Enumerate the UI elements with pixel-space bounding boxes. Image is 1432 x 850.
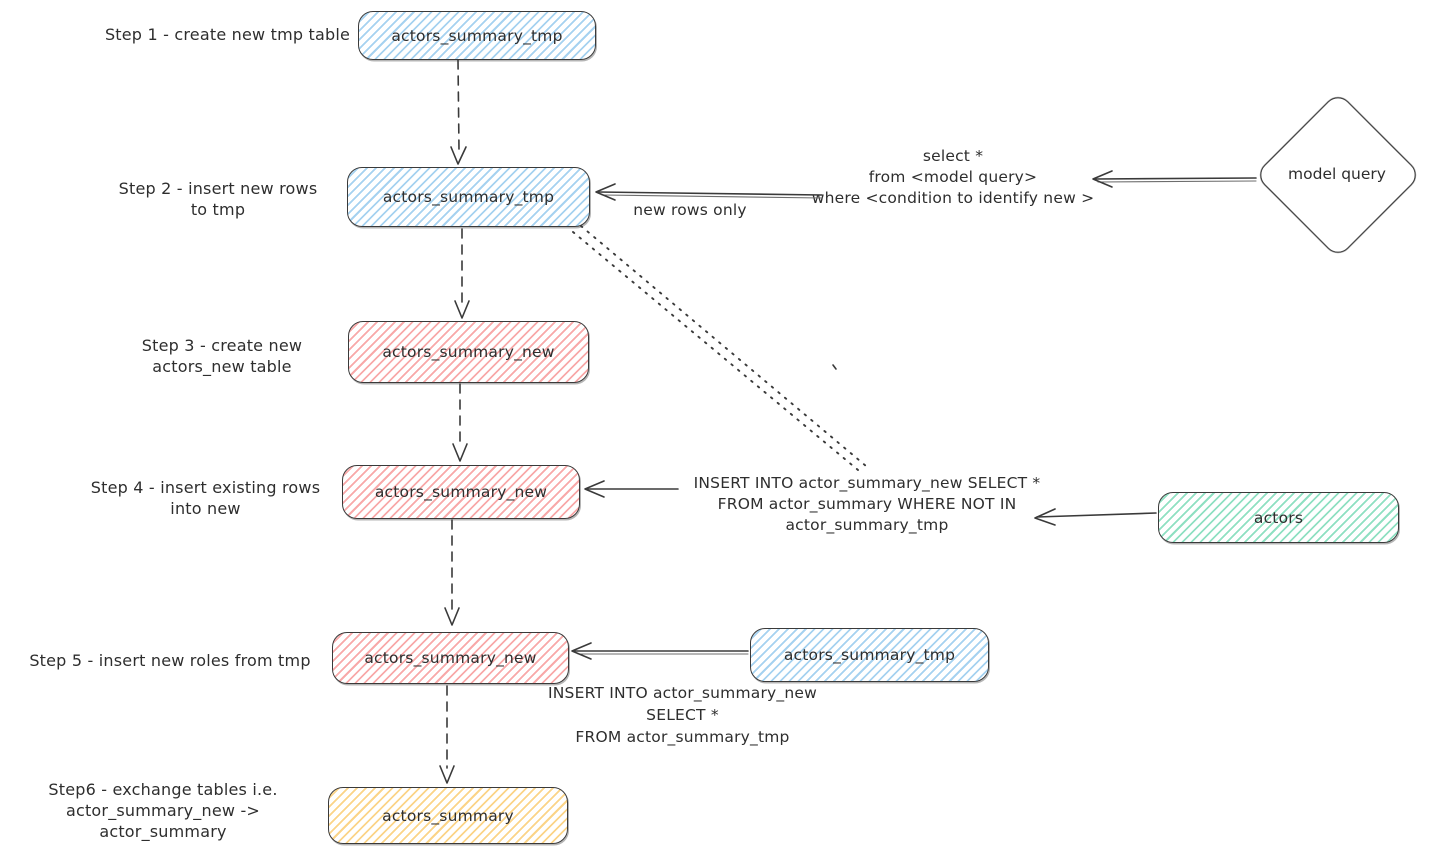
annotation-line: FROM actor_summary_tmp — [575, 728, 790, 746]
step-4-label-line: Step 4 - insert existing rows — [90, 478, 321, 497]
stray-mark — [832, 364, 837, 370]
step-2-label-line: to tmp — [190, 200, 246, 219]
annotation-new-rows-only: new rows only — [633, 201, 747, 219]
arrow-step3-to-step4 — [452, 383, 468, 462]
arrow-tmp-source-to-step5 — [571, 642, 749, 660]
step-3-label: Step 3 - create new actors_new table — [107, 335, 337, 377]
arrow-step4-to-step5 — [444, 519, 460, 626]
step-4-label: Step 4 - insert existing rows into new — [83, 477, 328, 519]
annotation-line: INSERT INTO actor_summary_new — [547, 684, 818, 702]
arrow-model-query-to-select — [1092, 170, 1257, 188]
step-2-label-line: Step 2 - insert new rows — [118, 179, 318, 198]
node-actors-summary-tmp-step2: actors_summary_tmp — [347, 167, 590, 227]
arrow-insert-existing-to-step4 — [584, 480, 679, 498]
node-actors-summary-step6: actors_summary — [328, 787, 568, 844]
node-label: actors_summary — [382, 806, 514, 825]
arrow-step2-to-step3 — [454, 228, 470, 319]
node-label: actors_summary_tmp — [391, 26, 563, 45]
step-6-label-line: Step6 - exchange tables i.e. — [48, 780, 278, 799]
annotation-line: FROM actor_summary WHERE NOT IN — [717, 495, 1017, 513]
node-label: actors_summary_new — [382, 343, 555, 361]
annotation-line: where <condition to identify new > — [811, 189, 1095, 207]
annotation-insert-existing-rows: INSERT INTO actor_summary_new SELECT * F… — [672, 473, 1062, 536]
annotation-line: from <model query> — [868, 168, 1038, 186]
node-label: actors_summary_tmp — [382, 188, 555, 206]
annotation-line: INSERT INTO actor_summary_new SELECT * — [693, 474, 1041, 492]
step-5-label: Step 5 - insert new roles from tmp — [20, 650, 320, 671]
node-model-query-label: model query — [1288, 165, 1386, 183]
step-1-label-line: Step 1 - create new tmp table — [104, 25, 351, 44]
node-actors-summary-tmp-step1: actors_summary_tmp — [358, 11, 596, 60]
step-6-label: Step6 - exchange tables i.e. actor_summa… — [0, 779, 326, 842]
step-4-label-line: into new — [170, 499, 241, 518]
annotation-insert-new-rows: INSERT INTO actor_summary_new SELECT * F… — [535, 682, 830, 748]
node-actors-summary-tmp-source: actors_summary_tmp — [750, 628, 989, 682]
node-label: actors_summary_tmp — [783, 646, 956, 664]
annotation-line: select * — [922, 147, 984, 165]
dotted-link-step2-to-insert-existing — [572, 225, 867, 471]
node-actors-summary-new-step5: actors_summary_new — [332, 632, 569, 684]
node-actors: actors — [1158, 492, 1399, 543]
step-5-label-line: Step 5 - insert new roles from tmp — [29, 651, 311, 670]
step-6-label-line: actor_summary_new -> actor_summary — [65, 801, 261, 841]
annotation-line: actor_summary_tmp — [785, 516, 949, 534]
arrow-step1-to-step2 — [450, 59, 467, 165]
node-label: actors_summary_new — [374, 483, 548, 501]
step-1-label: Step 1 - create new tmp table — [95, 24, 360, 45]
node-label: actors — [1253, 508, 1304, 527]
node-actors-summary-new-step4: actors_summary_new — [342, 465, 580, 519]
annotation-select-query: select * from <model query> where <condi… — [810, 146, 1096, 209]
step-2-label: Step 2 - insert new rows to tmp — [93, 178, 343, 220]
step-3-label-line: actors_new table — [152, 357, 292, 376]
arrow-step5-to-step6 — [439, 685, 455, 784]
arrow-select-to-step2 — [595, 183, 823, 201]
node-actors-summary-new-step3: actors_summary_new — [348, 321, 589, 383]
node-label: actors_summary_new — [364, 649, 537, 667]
annotation-line: SELECT * — [646, 706, 719, 724]
step-3-label-line: Step 3 - create new — [141, 336, 303, 355]
